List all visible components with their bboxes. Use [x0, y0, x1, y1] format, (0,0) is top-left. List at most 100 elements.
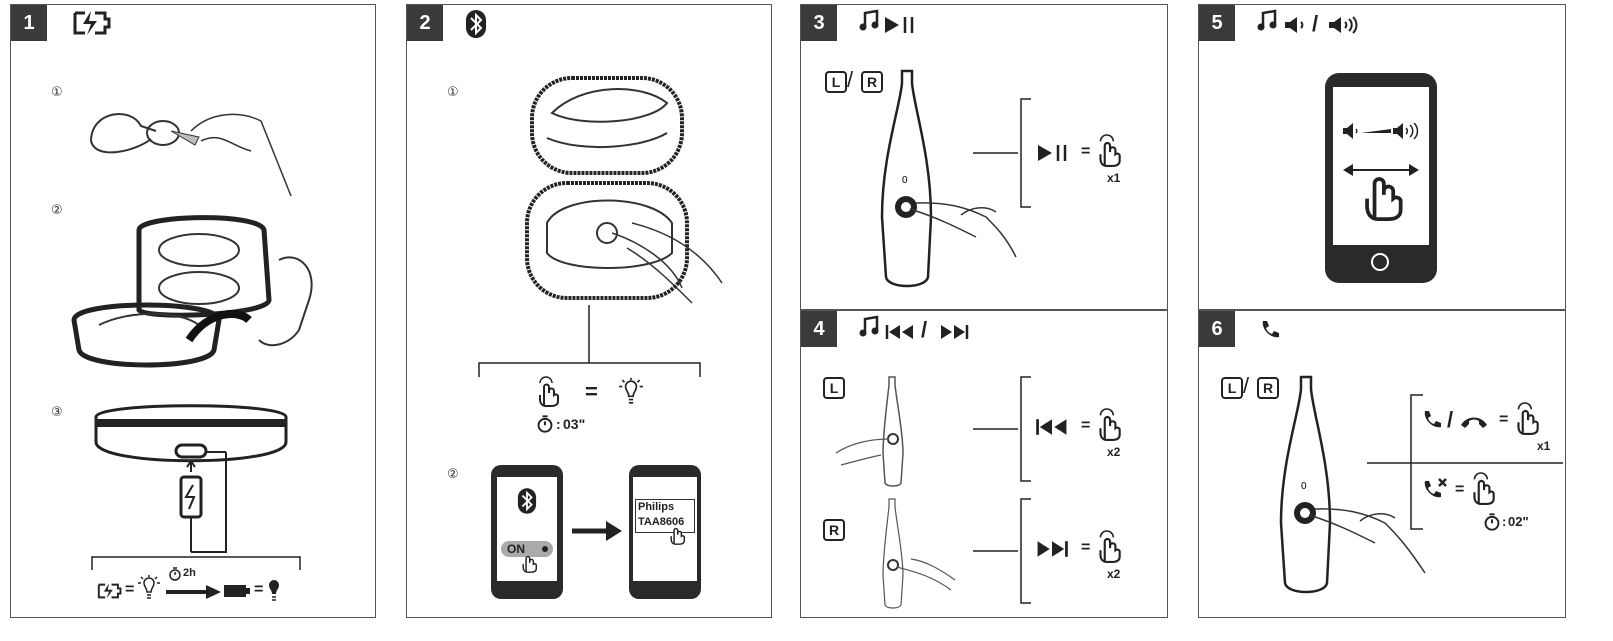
- bracket-line: [973, 98, 1031, 208]
- side-separator: /: [847, 67, 854, 92]
- phone-bluetooth-settings: ON: [491, 465, 563, 599]
- tap-hand-icon: [1365, 177, 1403, 221]
- tap-count: x2: [1107, 445, 1121, 459]
- equals-sign: =: [1081, 417, 1091, 434]
- volume-slider-icon[interactable]: [1341, 121, 1425, 141]
- bluetooth-icon: [517, 488, 537, 514]
- volume-down-icon: [1285, 17, 1304, 33]
- reject-call-icon: [1424, 478, 1447, 498]
- bracket-line: [478, 305, 701, 377]
- play-pause-icon: [885, 17, 914, 33]
- equals-sign: =: [254, 581, 264, 598]
- phone-device-list: Philips TAA8606: [629, 465, 701, 599]
- toggle-knob: [542, 546, 548, 552]
- side-label-right: R: [861, 71, 883, 93]
- previous-track-icon: [1036, 419, 1067, 435]
- hang-up-icon: [1461, 417, 1487, 428]
- panel-number: 2: [407, 5, 443, 41]
- equals-sign: =: [1081, 539, 1091, 556]
- reject-hold-time: 02": [1508, 514, 1529, 529]
- panel-number: 6: [1199, 311, 1235, 347]
- device-model: TAA8606: [638, 516, 685, 528]
- step-label: ②: [447, 467, 459, 482]
- music-note-icon: [859, 315, 879, 337]
- panel-3-play-pause: 3 L / R 0 = x1: [800, 4, 1168, 310]
- swipe-arrows-icon: [1343, 164, 1419, 176]
- earbud-left-illustration: [835, 376, 904, 487]
- panel-number: 5: [1199, 5, 1235, 41]
- panel-1-charging: 1 ① ② ③ =: [10, 4, 376, 618]
- step-label: ③: [51, 405, 63, 420]
- side-label-left: L: [823, 377, 845, 399]
- panel-5-volume: 5 /: [1198, 4, 1566, 310]
- charging-case-open-illustration: [71, 215, 313, 368]
- tap-count: x1: [1107, 171, 1121, 185]
- tap-count: x2: [1107, 567, 1121, 581]
- icon-separator: /: [921, 317, 928, 342]
- step-label: ②: [51, 203, 63, 218]
- previous-track-icon: [885, 325, 913, 339]
- timer-icon: [537, 415, 553, 433]
- tap-count: x1: [1537, 439, 1551, 453]
- side-label-right: R: [823, 519, 845, 541]
- tap-hand-icon: [539, 376, 559, 407]
- side-label-left: L: [825, 71, 847, 93]
- pairing-hold-time: 03": [563, 416, 586, 432]
- bluetooth-icon: [466, 10, 486, 38]
- bluetooth-toggle[interactable]: ON: [501, 541, 553, 557]
- side-label-right: R: [1257, 377, 1279, 399]
- arrow-right-icon: [572, 521, 622, 541]
- earbud-peel-illustration: [90, 113, 292, 197]
- charging-icon: [97, 583, 122, 599]
- case-button-press-illustration: [525, 76, 723, 304]
- icon-separator: /: [1312, 11, 1319, 36]
- timer-colon: :: [556, 416, 561, 432]
- panel-number: 1: [11, 5, 47, 41]
- music-note-icon: [859, 9, 879, 31]
- music-note-icon: [1257, 9, 1277, 31]
- tap-hand-icon: [1099, 530, 1121, 563]
- tap-hand-icon: [1099, 134, 1121, 167]
- tap-hand-icon: [1099, 408, 1121, 441]
- timer-icon: [1484, 513, 1500, 531]
- panel-6-calls: 6 L / R 0 / = x1 = : 02": [1198, 310, 1566, 618]
- svg-text:0: 0: [902, 175, 908, 186]
- earbud-tap-illustration: 0: [880, 69, 1017, 288]
- tap-hand-icon: [1473, 472, 1495, 505]
- panel-2-pairing: 2 ① ② = : 03" ON: [406, 4, 772, 618]
- panel-4-track-skip: 4 / L R = x2 = x2: [800, 310, 1168, 618]
- earbud-right-illustration: [882, 498, 956, 609]
- equals-sign: =: [1081, 143, 1091, 160]
- charging-icon: [73, 11, 111, 35]
- device-entry[interactable]: Philips TAA8606: [635, 499, 695, 533]
- panel-number: 4: [801, 311, 837, 347]
- bracket-line: [91, 556, 301, 570]
- step-label: ①: [51, 85, 63, 100]
- tap-hand-icon: [1517, 402, 1539, 435]
- device-brand: Philips: [638, 501, 675, 513]
- side-label-left: L: [1221, 377, 1243, 399]
- timer-colon: :: [1502, 514, 1507, 529]
- play-pause-icon: [1038, 145, 1067, 161]
- side-separator: /: [1243, 373, 1250, 398]
- volume-up-icon: [1329, 16, 1358, 34]
- equals-sign: =: [125, 581, 135, 598]
- svg-text:0: 0: [1301, 481, 1307, 492]
- arrow-right-icon: [166, 585, 221, 599]
- panel-number: 3: [801, 5, 837, 41]
- home-button[interactable]: [1371, 253, 1389, 271]
- led-off-icon: [269, 580, 279, 601]
- charging-case-usb-illustration: [94, 404, 288, 553]
- phone-icon: [1262, 321, 1279, 338]
- equals-sign: =: [585, 379, 598, 404]
- phone-icon: [1424, 411, 1441, 428]
- led-icon: [138, 575, 160, 599]
- earbud-tap-illustration: 0: [1279, 375, 1426, 594]
- bracket-line: [973, 376, 1031, 482]
- timer-icon: [169, 567, 181, 581]
- tap-hand-icon: [670, 527, 685, 545]
- led-icon: [619, 377, 643, 404]
- tap-hand-icon: [522, 555, 537, 573]
- charge-time: 2h: [183, 567, 196, 579]
- bracket-line: [1367, 394, 1563, 530]
